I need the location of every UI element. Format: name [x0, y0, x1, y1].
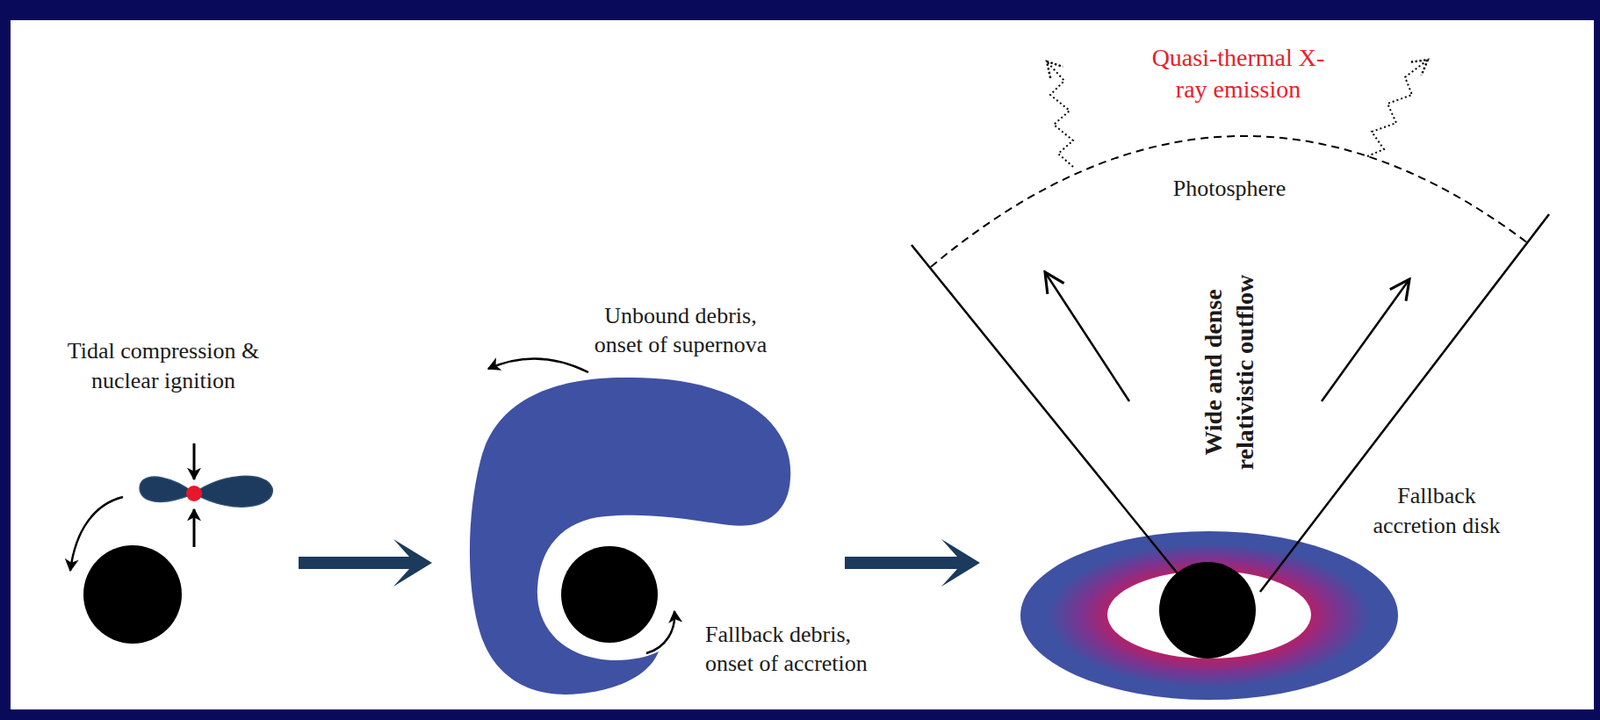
orbit-arrow: [70, 497, 123, 571]
outflow-label: Wide and dense relativistic outflow: [1197, 236, 1262, 509]
xray-photon: [1046, 61, 1074, 167]
accretion-disk: [1020, 531, 1399, 700]
compression-arrow: [193, 509, 196, 548]
xray-photon: [1367, 59, 1428, 157]
black-hole: [83, 545, 182, 644]
star-lobe: [194, 475, 273, 507]
stage-label: Tidal compression & nuclear ignition: [49, 336, 278, 397]
stage-arrow: [298, 539, 433, 587]
stage-label: Fallback debris, onset of accretion: [705, 619, 899, 678]
compression-arrow: [193, 443, 196, 480]
outflow-edge: [911, 245, 1184, 582]
disk-label: Fallback accretion disk: [1360, 481, 1514, 541]
star-lobe: [139, 476, 195, 502]
stage-three: [911, 59, 1550, 700]
outflow-edge: [1260, 214, 1550, 592]
photosphere-arc: [930, 136, 1528, 267]
black-hole: [1159, 562, 1256, 659]
photosphere-label: Photosphere: [1132, 174, 1327, 203]
fallback-arrow: [646, 611, 675, 654]
black-hole: [561, 546, 658, 643]
stage-label: Unbound debris, onset of supernova: [582, 301, 780, 360]
outflow-arrow: [1045, 272, 1130, 402]
emission-label: Quasi-thermal X-ray emission: [1137, 42, 1340, 106]
stage-arrow: [844, 539, 981, 587]
outflow-arrow: [1321, 279, 1410, 402]
ignition-point: [186, 485, 202, 502]
stage-one: [70, 443, 273, 644]
unbound-arrow: [488, 358, 589, 373]
